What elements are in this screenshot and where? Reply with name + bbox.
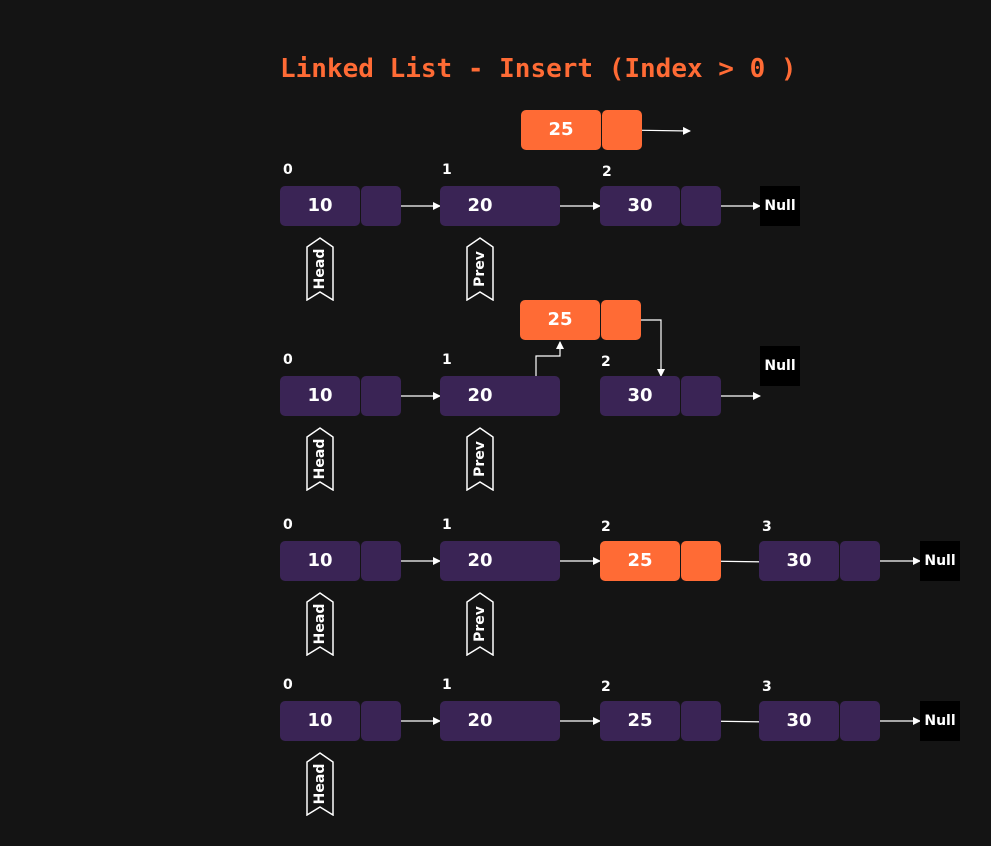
node-index: 1 [442, 677, 452, 693]
head-pointer-tag: Head [306, 427, 334, 491]
node-value: 10 [307, 195, 333, 216]
node-next-cell [361, 541, 401, 581]
node-data-cell: 10 [280, 376, 360, 416]
null-box: Null [760, 346, 800, 386]
null-box: Null [920, 701, 960, 741]
new-node-next-cell [602, 110, 642, 150]
new-node-next-cell [601, 300, 641, 340]
node-index: 3 [762, 679, 772, 695]
node-index: 1 [442, 517, 452, 533]
node-data-cell: 10 [280, 701, 360, 741]
node-data-cell: 10 [280, 186, 360, 226]
pointer-label: Prev [472, 251, 488, 287]
node-data-cell: 30 [759, 541, 839, 581]
node-data-cell: 25 [600, 701, 680, 741]
node-next-cell [361, 701, 401, 741]
diagram-title: Linked List - Insert (Index > 0 ) [280, 54, 797, 84]
node-value: 25 [627, 710, 653, 731]
node-data-cell: 30 [600, 376, 680, 416]
node-next-cell [681, 376, 721, 416]
new-node-value: 25 [627, 550, 653, 571]
node-data-cell: 10 [280, 541, 360, 581]
node-value: 20 [467, 385, 493, 406]
node-data-cell: 20 [440, 376, 560, 416]
node-next-cell [681, 186, 721, 226]
pointer-label: Prev [472, 606, 488, 642]
node-index: 3 [762, 519, 772, 535]
node-index: 1 [442, 162, 452, 178]
node-value: 10 [307, 385, 333, 406]
node-data-cell: 30 [600, 186, 680, 226]
pointer-label: Head [312, 248, 328, 290]
node-next-cell [681, 701, 721, 741]
pointer-label: Head [312, 763, 328, 805]
node-data-cell: 30 [759, 701, 839, 741]
head-pointer-tag: Head [306, 592, 334, 656]
prev-pointer-tag: Prev [466, 592, 494, 656]
next-pointer-arrow [640, 319, 665, 377]
node-data-cell: 20 [440, 186, 560, 226]
node-value: 30 [786, 710, 812, 731]
prev-pointer-tag: Prev [466, 237, 494, 301]
pointer-label: Head [312, 603, 328, 645]
node-index: 1 [442, 352, 452, 368]
node-value: 10 [307, 550, 333, 571]
node-index: 0 [283, 352, 293, 368]
node-value: 30 [627, 385, 653, 406]
node-value: 30 [786, 550, 812, 571]
node-index: 2 [602, 164, 612, 180]
node-value: 20 [467, 710, 493, 731]
node-index: 0 [283, 162, 293, 178]
new-node-value: 25 [547, 309, 573, 330]
pointer-label: Prev [472, 441, 488, 477]
head-pointer-tag: Head [306, 752, 334, 816]
node-index: 0 [283, 677, 293, 693]
node-value: 10 [307, 710, 333, 731]
node-next-cell [840, 541, 880, 581]
node-next-cell [840, 701, 880, 741]
node-next-cell [361, 376, 401, 416]
new-node-data-cell: 25 [520, 300, 600, 340]
next-pointer-arrow [535, 341, 564, 376]
null-box: Null [920, 541, 960, 581]
node-index: 2 [601, 519, 611, 535]
head-pointer-tag: Head [306, 237, 334, 301]
new-node-data-cell: 25 [600, 541, 680, 581]
node-index: 0 [283, 517, 293, 533]
new-node-data-cell: 25 [521, 110, 601, 150]
null-box: Null [760, 186, 800, 226]
node-data-cell: 20 [440, 541, 560, 581]
pointer-label: Head [312, 438, 328, 480]
node-data-cell: 20 [440, 701, 560, 741]
node-value: 20 [467, 550, 493, 571]
node-value: 20 [467, 195, 493, 216]
node-next-cell [361, 186, 401, 226]
node-value: 30 [627, 195, 653, 216]
new-node-value: 25 [548, 119, 574, 140]
prev-pointer-tag: Prev [466, 427, 494, 491]
node-index: 2 [601, 354, 611, 370]
node-index: 2 [601, 679, 611, 695]
new-node-next-cell [681, 541, 721, 581]
